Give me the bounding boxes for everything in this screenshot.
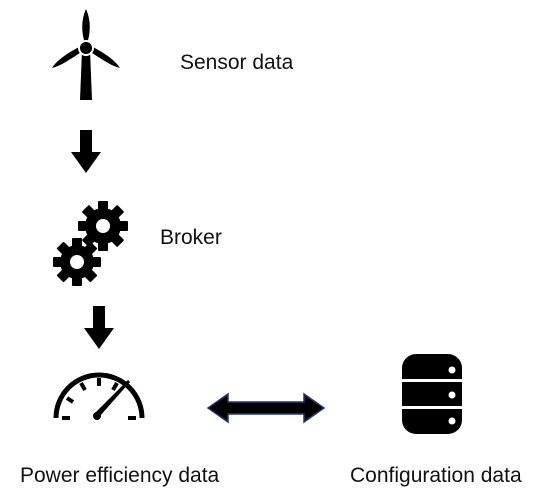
- config-node: [400, 352, 464, 436]
- configuration-data-label: Configuration data: [350, 464, 522, 487]
- down-arrow-icon: [71, 130, 101, 173]
- down-arrow-icon: [84, 306, 114, 349]
- gears-icon: [53, 201, 128, 286]
- arrow-sensor-to-broker: [70, 130, 102, 174]
- database-icon: [402, 354, 462, 434]
- wind-turbine-icon: [52, 9, 120, 100]
- speedometer-icon: [53, 372, 145, 420]
- sensor-node: [50, 8, 122, 102]
- sensor-data-label: Sensor data: [180, 51, 294, 74]
- power-node: [50, 368, 148, 422]
- arrow-broker-to-power: [83, 306, 115, 350]
- broker-label: Broker: [160, 226, 222, 249]
- arrow-power-config: [206, 392, 326, 424]
- power-efficiency-label: Power efficiency data: [20, 464, 220, 487]
- double-arrow-icon: [206, 392, 326, 424]
- broker-node: [50, 198, 130, 288]
